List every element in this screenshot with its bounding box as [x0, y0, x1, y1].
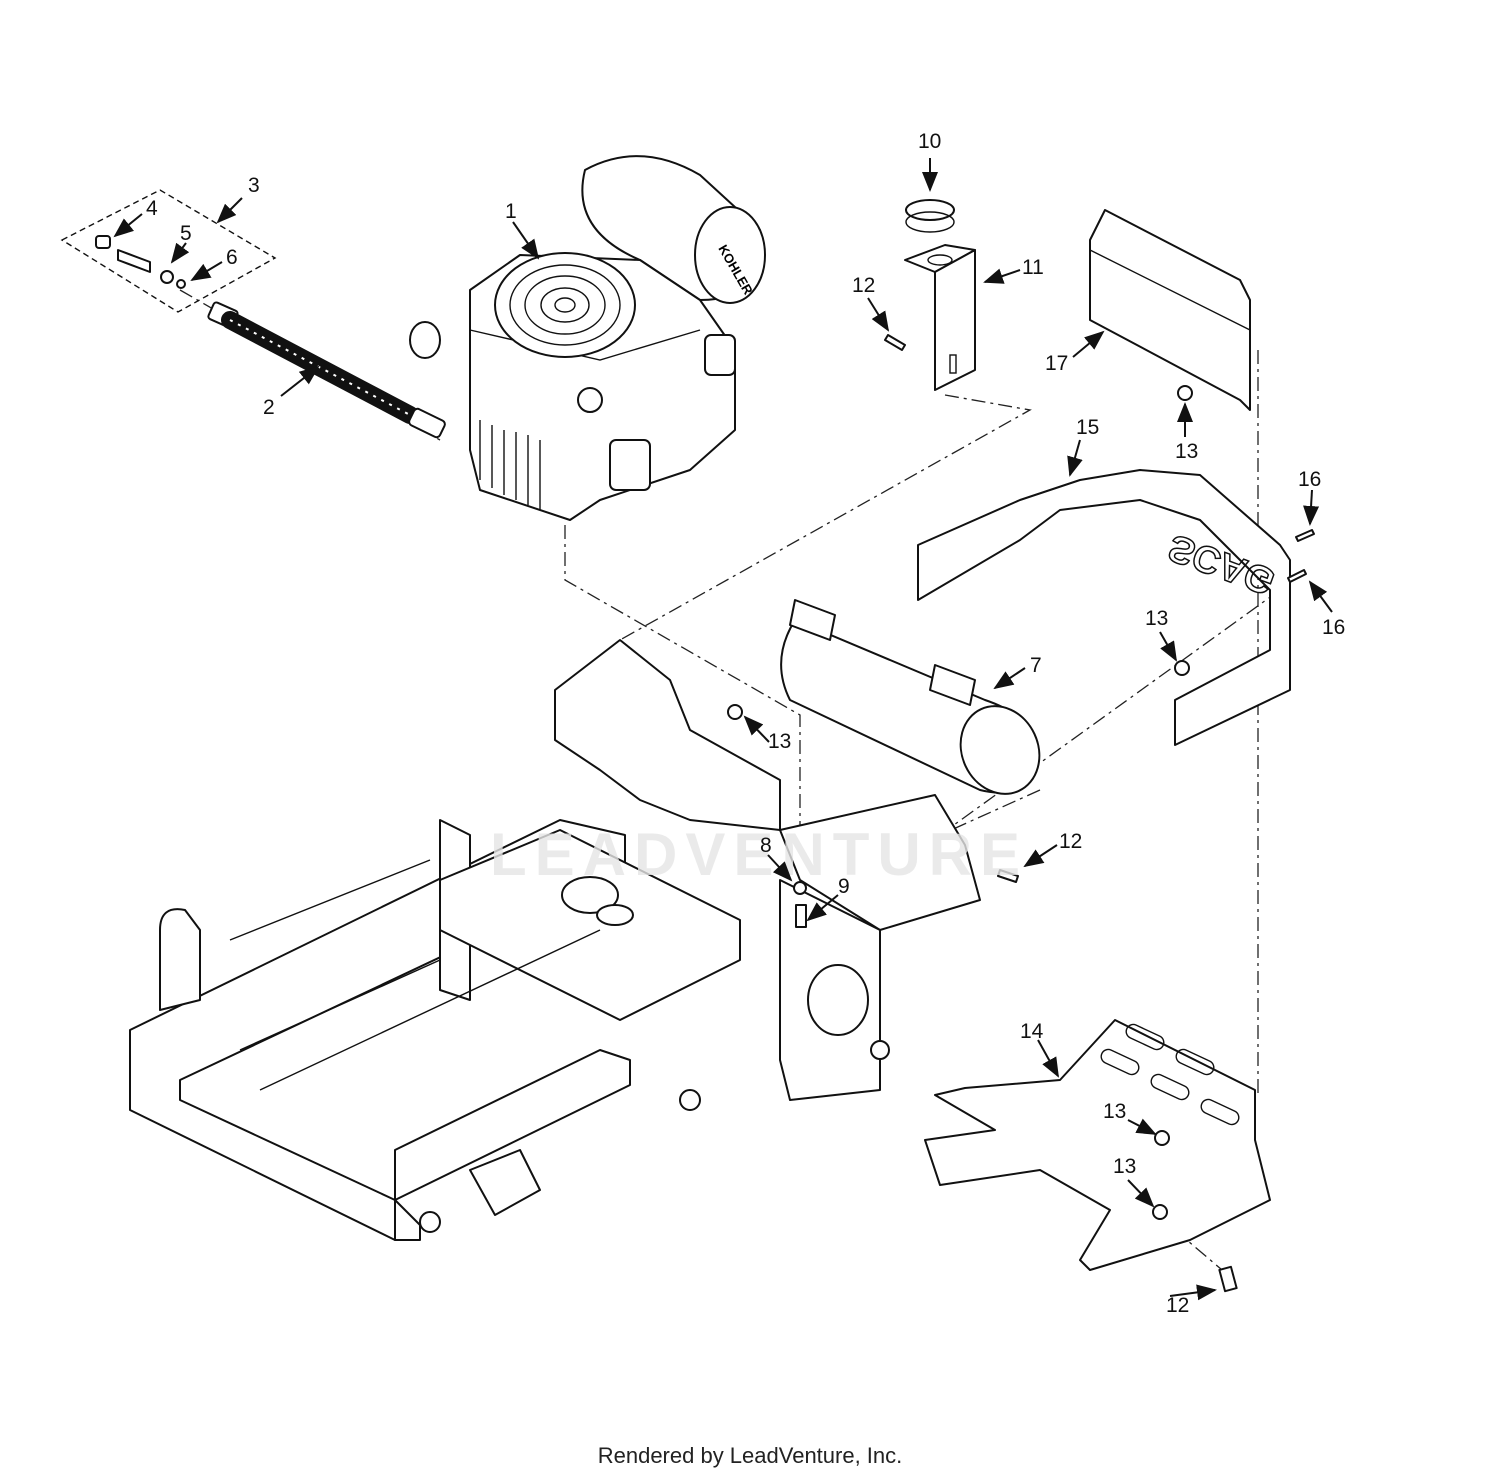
lower-shield: [924, 1019, 1271, 1271]
mounting-bracket: [904, 244, 976, 391]
callout-8: 8: [760, 834, 772, 857]
callout-12: 12: [1059, 830, 1082, 853]
muffler: [780, 599, 1041, 795]
callout-6: 6: [226, 246, 238, 269]
callout-16: 16: [1322, 616, 1345, 639]
heat-shield: [1089, 209, 1251, 411]
hardware: [727, 334, 1315, 1293]
callout-12: 12: [1166, 1294, 1189, 1317]
callout-5: 5: [180, 222, 192, 245]
callout-13: 13: [768, 730, 791, 753]
callout-4: 4: [146, 197, 158, 220]
callout-3: 3: [248, 174, 260, 197]
chassis-frame: [129, 639, 981, 1241]
callout-1: 1: [505, 200, 517, 223]
callout-13: 13: [1103, 1100, 1126, 1123]
footer-credit: Rendered by LeadVenture, Inc.: [597, 1443, 903, 1468]
callout-14: 14: [1020, 1020, 1044, 1043]
callout-12: 12: [852, 274, 875, 297]
callout-16: 16: [1298, 468, 1321, 491]
callout-7: 7: [1030, 654, 1042, 677]
engine: KOHLER: [409, 155, 766, 521]
fitting-kit-group: [60, 189, 277, 313]
callout-17: 17: [1045, 352, 1068, 375]
callout-13: 13: [1113, 1155, 1136, 1178]
callout-13: 13: [1175, 440, 1198, 463]
callout-2: 2: [263, 396, 275, 419]
callout-15: 15: [1076, 416, 1099, 439]
callout-labels: 1 2 3 4 5 6 7 8 9 10 11 12 12 12 13 13 1…: [146, 130, 1345, 1317]
watermark: LEADVENTURE: [490, 821, 1028, 888]
callout-10: 10: [918, 130, 941, 153]
grommet: [905, 199, 955, 233]
callout-13: 13: [1145, 607, 1168, 630]
drain-hose: [207, 301, 446, 439]
callout-arrows: [113, 158, 1333, 1301]
callout-9: 9: [838, 875, 850, 898]
callout-11: 11: [1022, 256, 1044, 279]
